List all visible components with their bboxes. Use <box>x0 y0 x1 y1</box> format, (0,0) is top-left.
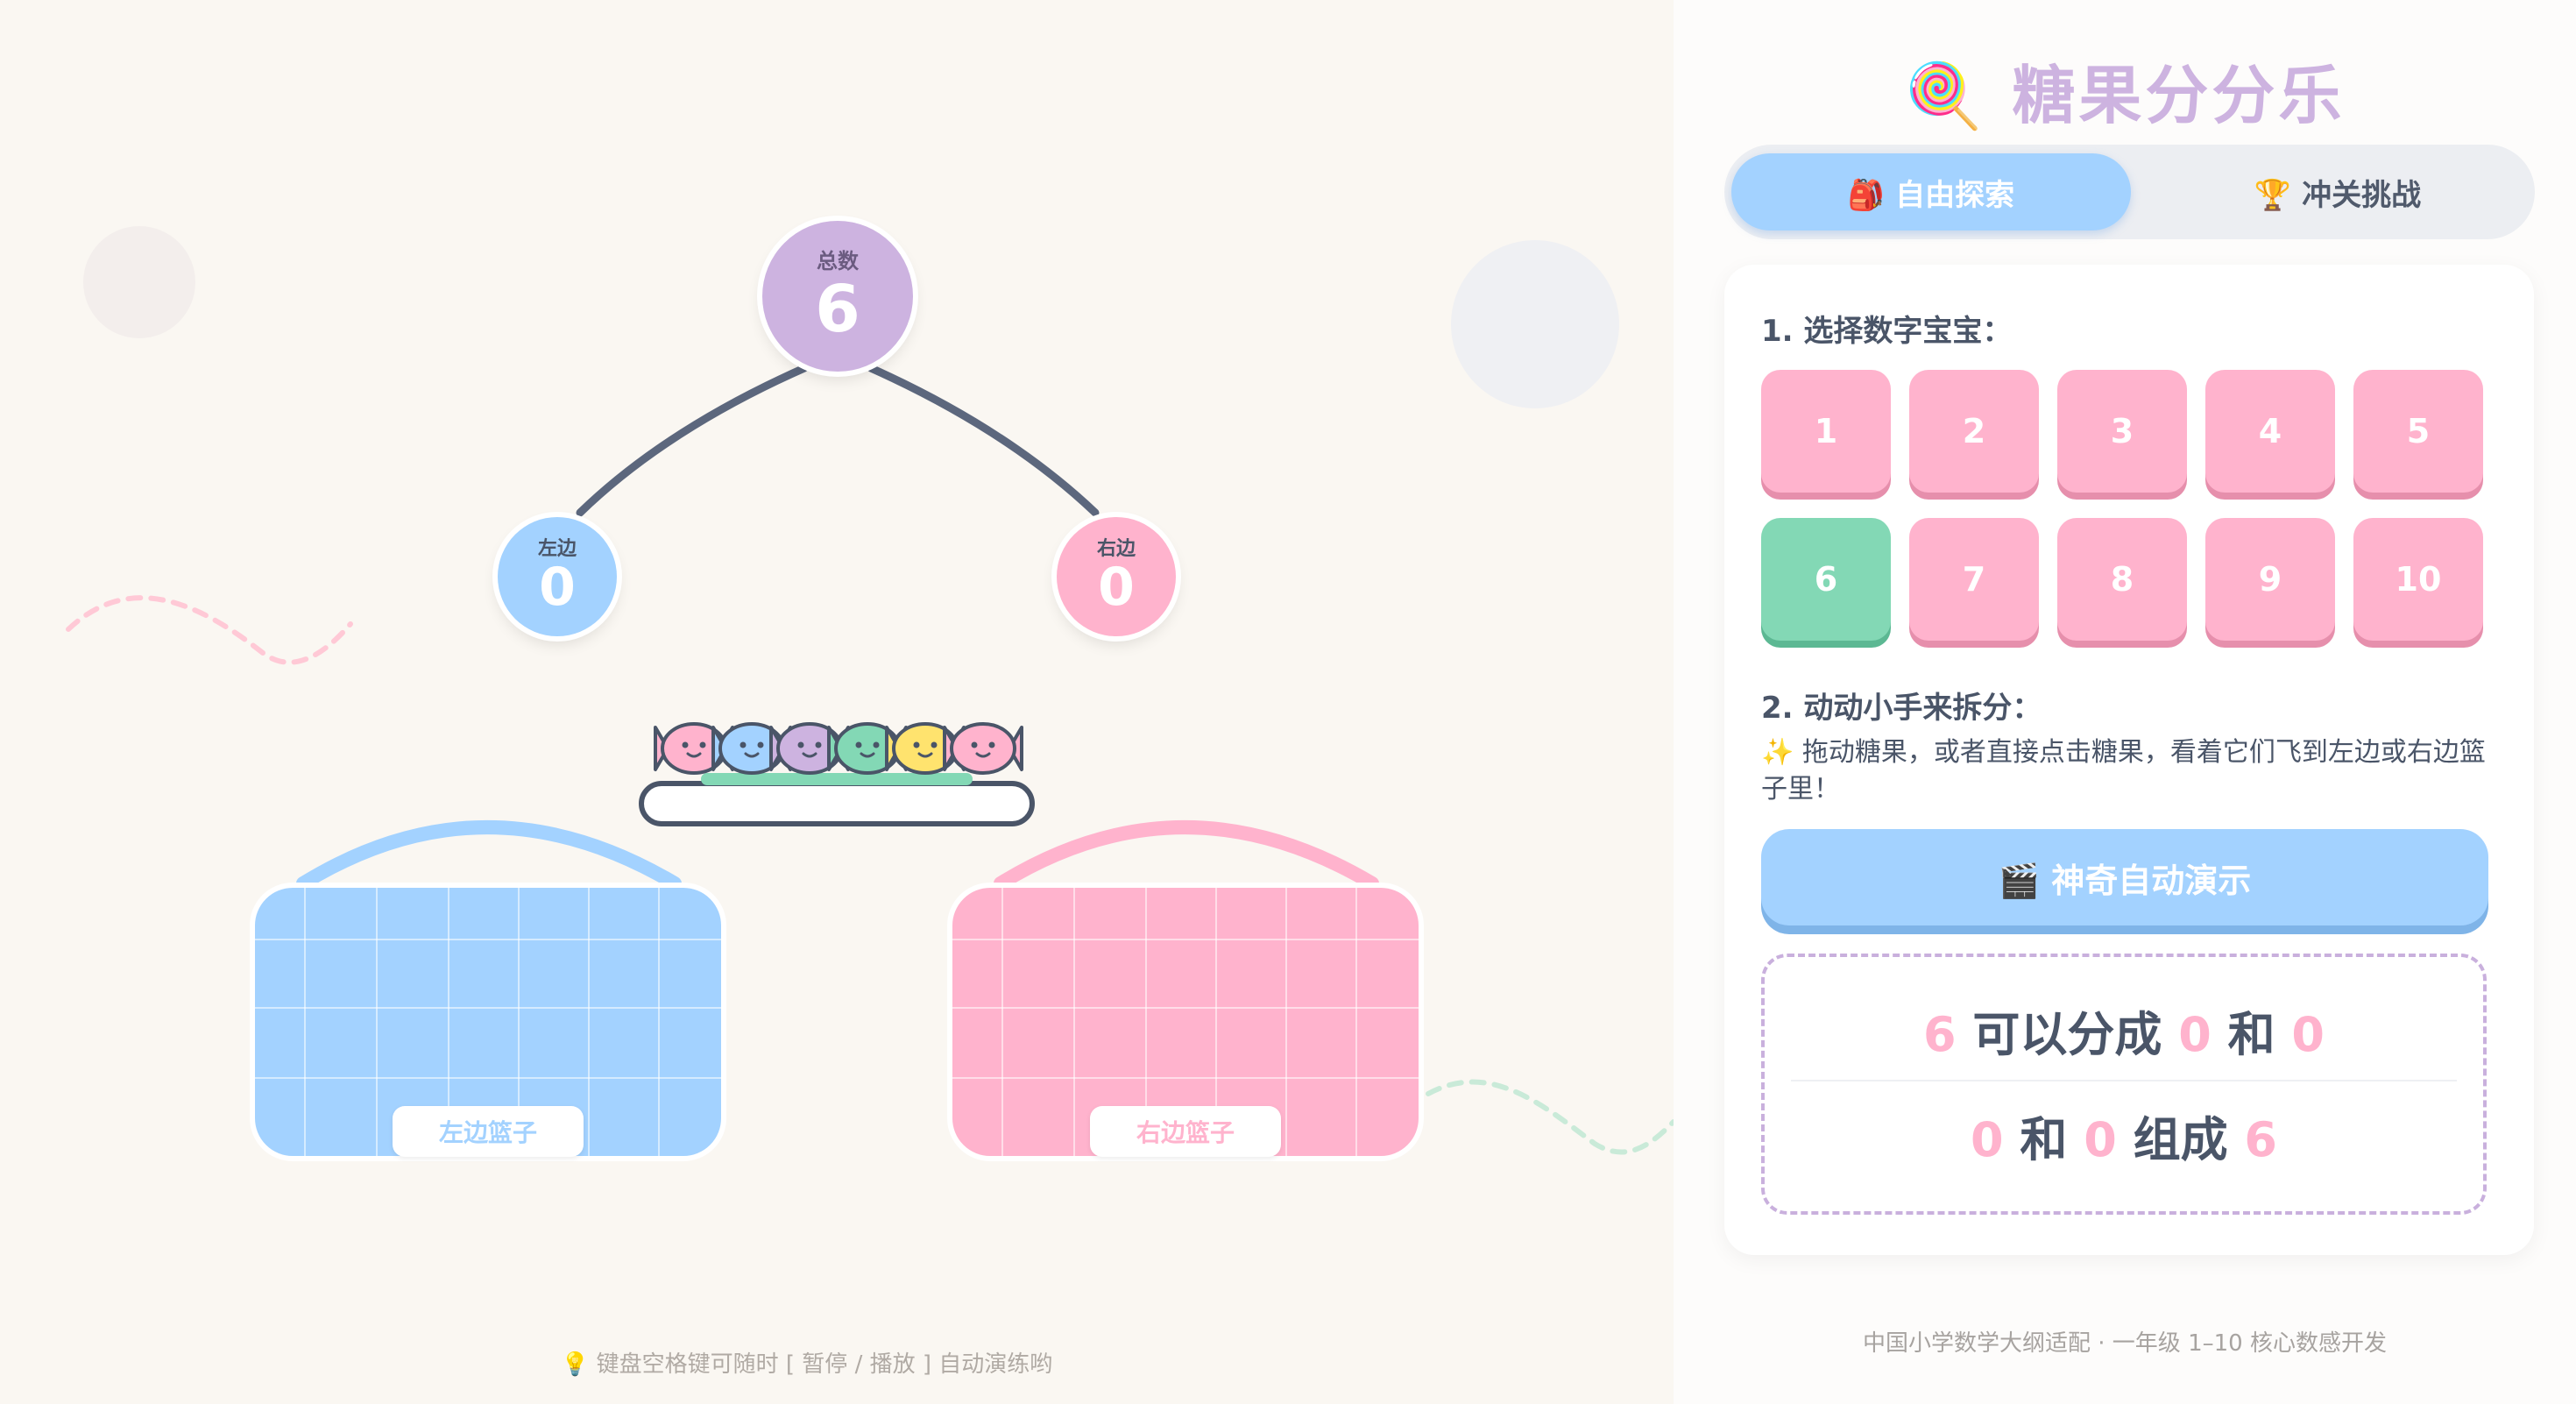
step2-title: 2. 动动小手来拆分： <box>1761 691 2042 726</box>
compose-text: 组成 <box>2133 1112 2228 1167</box>
compose-and: 和 <box>2020 1112 2068 1167</box>
keyboard-hint: 💡 键盘空格键可随时 [ 暂停 / 播放 ] 自动演练哟 <box>561 1351 1053 1378</box>
tab-free-explore[interactable]: 🎒 自由探索 <box>1731 153 2131 230</box>
right-node: 右边 0 <box>1057 517 1176 636</box>
number-button-5[interactable]: 5 <box>2353 370 2483 493</box>
right-label: 右边 <box>1096 538 1136 560</box>
compose-total: 6 <box>2244 1112 2277 1167</box>
split-left: 0 <box>2178 1007 2212 1062</box>
result-box: 6 可以分成 0 和 0 0 和 0 组成 6 <box>1761 954 2487 1215</box>
split-text: 可以分成 <box>1972 1007 2162 1062</box>
lollipop-icon: 🍭 <box>1904 59 1987 132</box>
number-button-2[interactable]: 2 <box>1909 370 2039 493</box>
split-right: 0 <box>2291 1007 2325 1062</box>
tab-challenge[interactable]: 🏆 冲关挑战 <box>2254 177 2422 213</box>
app-title: 🍭 糖果分分乐 <box>1674 44 2576 136</box>
candy[interactable] <box>711 722 792 775</box>
right-value: 0 <box>1098 557 1135 618</box>
play-area: 总数 6 左边 0 右边 0 左边篮子 右边篮子 💡 键盘空格键可随时 [ 暂停… <box>66 221 1674 1378</box>
total-node: 总数 6 <box>762 221 913 372</box>
result-divider <box>1791 1080 2457 1081</box>
candy[interactable] <box>943 722 1023 775</box>
step1-title: 1. 选择数字宝宝： <box>1761 314 2013 349</box>
number-button-7[interactable]: 7 <box>1909 518 2039 641</box>
split-total: 6 <box>1923 1007 1957 1062</box>
number-button-4[interactable]: 4 <box>2205 370 2335 493</box>
compose-right: 0 <box>2084 1112 2117 1167</box>
decor-and-tree-lines <box>66 364 1674 1161</box>
number-button-9[interactable]: 9 <box>2205 518 2335 641</box>
result-line-compose: 0 和 0 组成 6 <box>1765 1101 2483 1170</box>
total-label: 总数 <box>817 249 859 273</box>
mode-tabs: 🎒 自由探索 🏆 冲关挑战 <box>1724 145 2535 239</box>
decor-circle-right <box>1451 240 1619 408</box>
number-button-10[interactable]: 10 <box>2353 518 2483 641</box>
left-label: 左边 <box>537 538 577 560</box>
number-button-6[interactable]: 6 <box>1761 518 1891 641</box>
left-basket-label: 左边篮子 <box>393 1106 584 1157</box>
total-value: 6 <box>815 272 860 347</box>
left-node: 左边 0 <box>498 517 617 636</box>
number-button-1[interactable]: 1 <box>1761 370 1891 493</box>
left-value: 0 <box>539 557 576 618</box>
split-and: 和 <box>2227 1007 2275 1062</box>
number-button-8[interactable]: 8 <box>2057 518 2187 641</box>
candy-row <box>654 722 1023 775</box>
auto-demo-button[interactable]: 🎬 神奇自动演示 <box>1761 829 2488 925</box>
footer-note: 中国小学数学大纲适配 · 一年级 1–10 核心数感开发 <box>1863 1330 2387 1357</box>
decor-circle-left <box>83 226 195 338</box>
instruction-text: ✨ 拖动糖果，或者直接点击糖果，看着它们飞到左边或右边篮子里！ <box>1761 737 2486 805</box>
result-line-split: 6 可以分成 0 和 0 <box>1765 996 2483 1065</box>
right-basket[interactable] <box>950 885 1421 1159</box>
right-basket-label: 右边篮子 <box>1090 1106 1281 1157</box>
app-title-text: 糖果分分乐 <box>2012 59 2346 132</box>
number-button-3[interactable]: 3 <box>2057 370 2187 493</box>
compose-left: 0 <box>1971 1112 2004 1167</box>
left-basket[interactable] <box>252 885 724 1159</box>
